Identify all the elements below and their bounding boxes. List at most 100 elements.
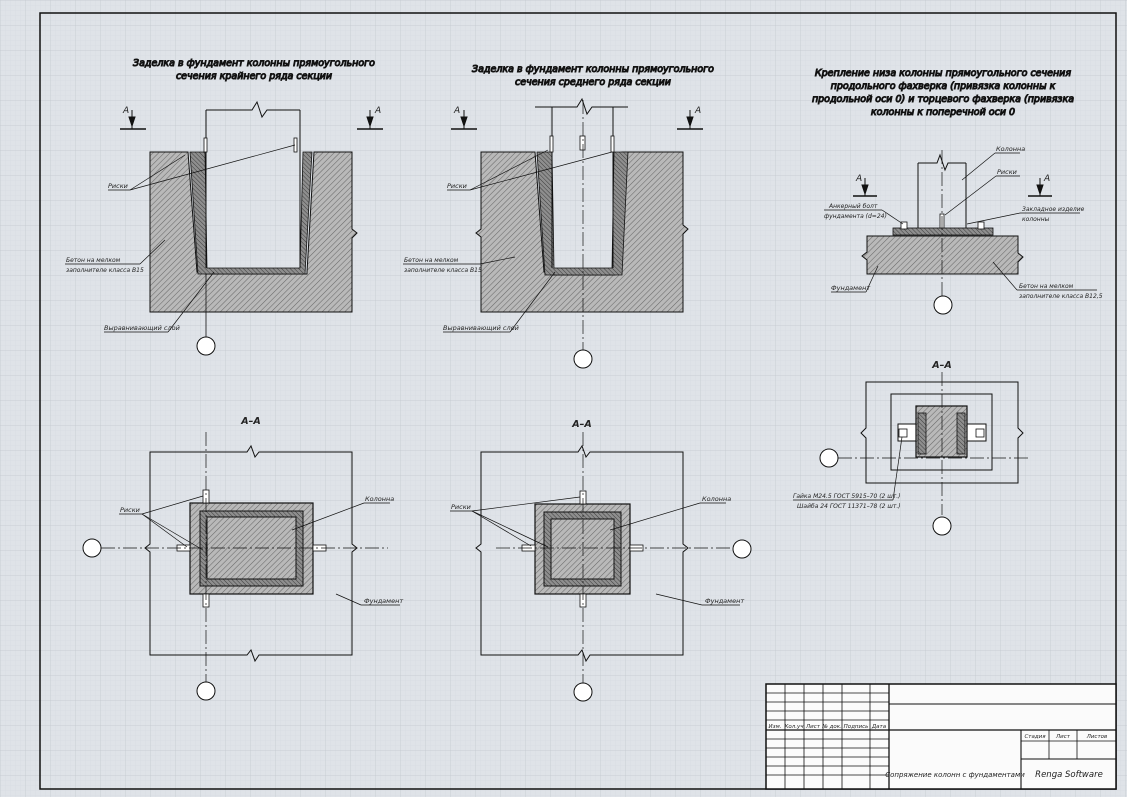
tb-stage-header: Стадия — [1024, 734, 1046, 740]
section-wind-column: А–А Гайка М24.5 ГОСТ 5915–70 (2 шт.) Шай… — [793, 360, 1030, 536]
foundation-outline — [144, 444, 358, 663]
section-letter: А — [694, 106, 701, 116]
detail-3-title-line-3: продольной оси 0) и торцевого фахверка (… — [812, 94, 1074, 105]
leader-riski: Риски — [447, 149, 613, 191]
detail-1-title-line-1: Заделка в фундамент колонны прямоугольно… — [133, 58, 375, 69]
leader-riski: Риски — [119, 495, 204, 551]
section-title: А–А — [240, 416, 260, 427]
leader-kolonna: Колонна — [961, 145, 1025, 181]
label-kolonna: Колонна — [702, 495, 731, 503]
column — [535, 97, 628, 268]
axis-bubble — [933, 295, 953, 315]
title-block-frame — [765, 683, 1117, 790]
label-vyravn: Выравнивающий слой — [104, 324, 180, 332]
detail-2-title-line-2: сечения среднего ряда секции — [515, 77, 671, 88]
section-letter: А — [374, 106, 381, 116]
leader-riski: Риски — [108, 144, 296, 191]
leader-kolonna: Колонна — [609, 495, 731, 531]
axis-bubble — [196, 336, 216, 356]
section-marker-left: А — [120, 106, 146, 130]
label-fundament: Фундамент — [364, 597, 403, 605]
axis-bubble-left — [82, 538, 102, 558]
detail-middle-column: Заделка в фундамент колонны прямоугольно… — [403, 64, 715, 369]
section-marker-right: А — [677, 106, 703, 130]
label-beton-line-2: заполнителе класса В12,5 — [1019, 293, 1103, 300]
leader-riski: Риски — [944, 168, 1020, 216]
label-kolonna: Колонна — [365, 495, 394, 503]
section-marker-right: А — [357, 106, 383, 130]
leader-gaika: Гайка М24.5 ГОСТ 5915–70 (2 шт.) Шайба 2… — [793, 436, 903, 510]
tb-header-list: Лист — [805, 724, 821, 730]
tb-company: Renga Software — [1035, 770, 1103, 780]
label-ankernyi-line-1: Анкерный болт — [828, 203, 878, 210]
section-letter: А — [1043, 174, 1050, 184]
label-fundament: Фундамент — [705, 597, 744, 605]
anchor-nut-left — [898, 428, 908, 438]
tb-header-data: Дата — [871, 724, 887, 730]
tb-drawing-name: Сопряжение колонн с фундаментами — [885, 771, 1025, 779]
section-edge-column: А–А Риски Колонна Фундамент — [82, 416, 403, 701]
foundation-outline — [860, 381, 1024, 484]
column-flange-left — [917, 412, 927, 455]
section-title: А–А — [931, 360, 951, 371]
detail-edge-column: Заделка в фундамент колонны прямоугольно… — [65, 58, 383, 356]
label-riski: Риски — [997, 168, 1017, 176]
leader-fundament: Фундамент — [335, 593, 403, 606]
anchor-bolt-left — [900, 221, 908, 230]
tb-header-izm: Изм. — [769, 724, 782, 730]
column-plate-center — [579, 135, 586, 151]
axis-bubble-left — [819, 448, 839, 468]
label-riski: Риски — [447, 182, 467, 190]
tb-header-doc: № док. — [821, 724, 842, 730]
title-block: Изм. Кол.уч Лист № док. Подпись Дата Ста… — [765, 683, 1117, 790]
leader-fundament: Фундамент — [655, 593, 744, 606]
axis-bubble-bottom — [196, 681, 216, 701]
section-letter: А — [122, 106, 129, 116]
axis-bubble-right — [732, 539, 752, 559]
label-beton-line-1: Бетон на мелком — [66, 257, 121, 264]
label-zaklad-line-2: колонны — [1022, 216, 1050, 223]
tb-sheet-header: Лист — [1055, 734, 1071, 740]
leader-kolonna: Колонна — [291, 495, 394, 531]
section-marker-left: А — [451, 106, 477, 130]
leader-vyravn: Выравнивающий слой — [443, 271, 556, 333]
column — [205, 100, 301, 268]
foundation-step — [890, 393, 993, 471]
tb-sheets-header: Листов — [1086, 734, 1108, 740]
axis-bubble-bottom — [932, 516, 952, 536]
label-riski: Риски — [120, 506, 140, 514]
label-beton-line-2: заполнителе класса В15 — [404, 267, 482, 274]
label-beton-line-1: Бетон на мелком — [1019, 283, 1074, 290]
column — [917, 153, 967, 228]
detail-2-title-line-1: Заделка в фундамент колонны прямоугольно… — [472, 64, 714, 75]
leader-beton: Бетон на мелком заполнителе класса В15 — [403, 256, 516, 274]
section-marker-right: А — [1028, 174, 1052, 197]
column-plate-left — [203, 137, 208, 153]
foundation-outline — [475, 444, 689, 663]
foundation-block — [861, 235, 1024, 275]
label-ankernyi-line-2: фундамента (d=24) — [824, 213, 887, 220]
detail-3-title-line-1: Крепление низа колонны прямоугольного се… — [815, 68, 1071, 79]
title-block-grid — [766, 684, 1116, 789]
label-kolonna: Колонна — [996, 145, 1025, 153]
tb-header-kolvo: Кол.уч — [784, 724, 804, 730]
column-plate-right — [610, 135, 615, 153]
label-gaika-line-1: Гайка М24.5 ГОСТ 5915–70 (2 шт.) — [793, 493, 901, 500]
label-fundament: Фундамент — [831, 284, 870, 292]
column-inner — [550, 518, 615, 580]
leader-fundament: Фундамент — [831, 265, 879, 293]
label-zaklad-line-1: Закладное изделие — [1022, 206, 1085, 213]
leader-beton: Бетон на мелком заполнителе класса В15 — [65, 239, 166, 274]
label-riski: Риски — [451, 503, 471, 511]
axis-bubble — [573, 349, 593, 369]
leader-beton-b125: Бетон на мелком заполнителе класса В12,5 — [992, 261, 1103, 300]
label-beton-line-1: Бетон на мелком — [404, 257, 459, 264]
detail-1-title-line-2: сечения крайнего ряда секции — [176, 71, 332, 82]
section-letter: А — [453, 106, 460, 116]
leader-zaklad: Закладное изделие колонны — [966, 206, 1085, 225]
detail-3-title-line-4: колонны к поперечной оси 0 — [871, 107, 1015, 118]
detail-3-title-line-2: продольного фахверка (привязка колонны к — [831, 81, 1056, 92]
section-middle-column: А–А Риски Колонна Фундамент — [450, 419, 752, 702]
leader-riski: Риски — [450, 496, 581, 548]
